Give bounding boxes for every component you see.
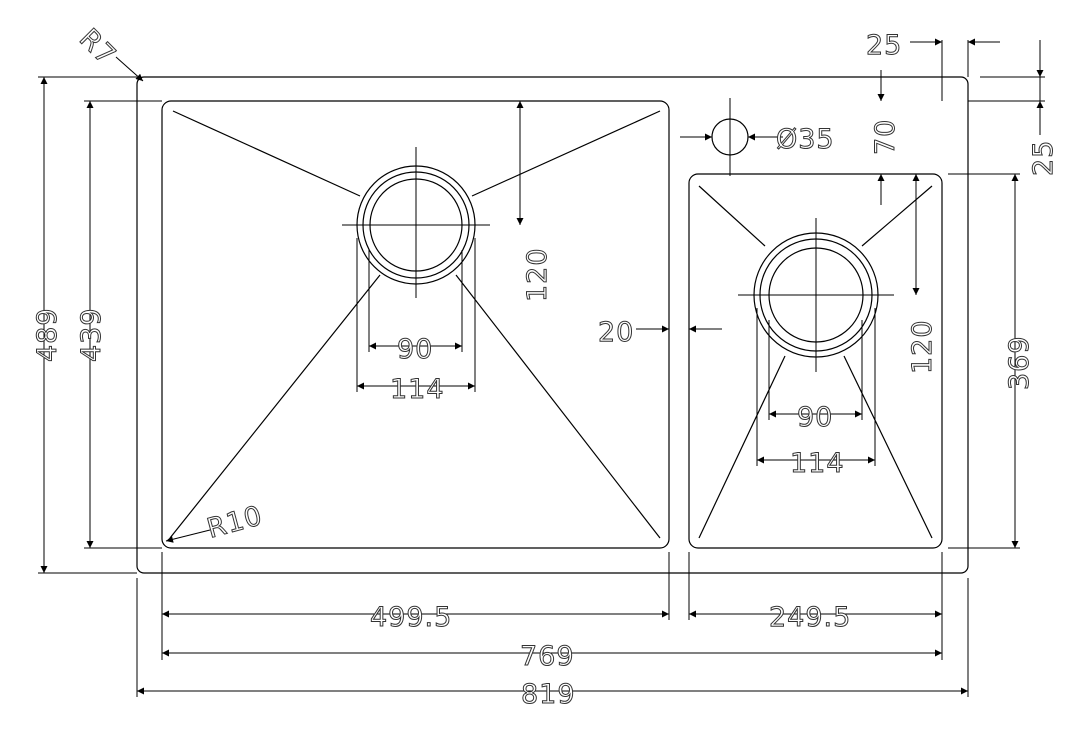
label-769: 769 [520,641,575,672]
dimension-labels: R7 R10 25 25 70 Ø35 20 120 120 90 114 90… [32,23,1060,711]
label-70: 70 [870,119,901,155]
label-114-right: 114 [790,448,845,479]
left-bowl-slope-lines [169,110,661,539]
label-819: 819 [521,679,576,710]
left-bowl [161,100,670,549]
dimension-lines [40,38,1044,695]
label-439: 439 [76,307,107,362]
label-120-right: 120 [907,319,938,374]
right-bowl-slope-lines [698,185,933,539]
label-499-5: 499.5 [370,602,452,633]
right-bowl [688,173,943,549]
label-90-left: 90 [397,334,433,365]
label-r7: R7 [73,23,122,72]
left-drain [342,147,490,298]
tap-hole [680,98,783,176]
extension-lines [38,40,1045,697]
label-489: 489 [32,307,63,362]
label-120-left: 120 [522,247,553,302]
label-d35: Ø35 [776,124,835,155]
label-25-top: 25 [866,30,902,61]
label-369: 369 [1004,335,1035,390]
outer-frame [136,76,969,574]
label-20: 20 [598,317,634,348]
label-114-left: 114 [390,374,445,405]
label-25-right: 25 [1028,140,1059,176]
label-249-5: 249.5 [769,602,851,633]
label-r10: R10 [204,500,266,544]
label-90-right: 90 [797,402,833,433]
right-drain [738,218,894,372]
